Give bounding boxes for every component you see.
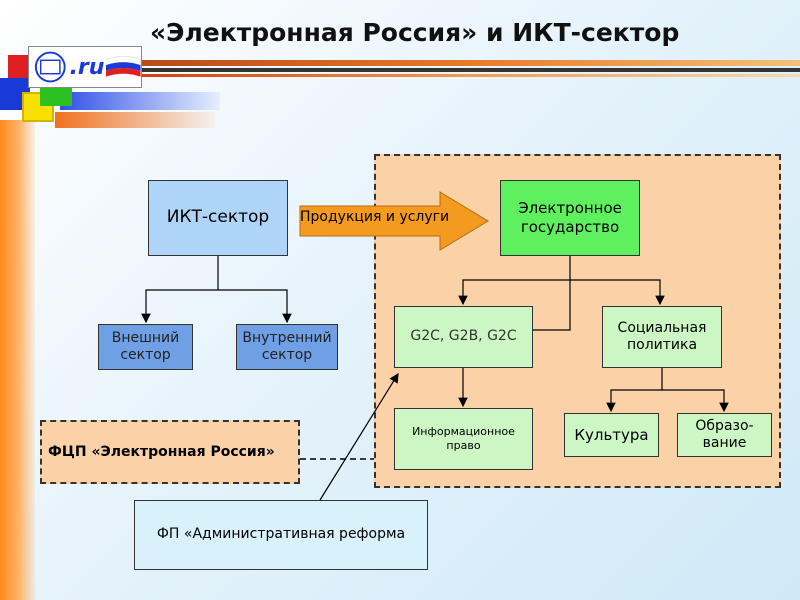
node-education: Образо-вание	[677, 413, 772, 457]
node-internal-sector: Внутренний сектор	[236, 324, 338, 370]
node-fcp: ФЦП «Электронная Россия»	[40, 420, 300, 484]
decor-bar-blue	[60, 92, 220, 110]
node-ikt-sector: ИКТ-сектор	[148, 180, 288, 256]
page-title: «Электронная Россия» и ИКТ-сектор	[150, 18, 680, 47]
logo-emblem-icon	[34, 51, 66, 83]
russian-flag-icon	[106, 56, 141, 77]
node-culture: Культура	[564, 413, 659, 457]
left-decor-strip	[0, 120, 35, 600]
decor-bar-orange	[55, 112, 215, 128]
logo-text: .ru	[69, 54, 105, 80]
node-g2c: G2C, G2B, G2C	[394, 306, 533, 368]
header-stripe-light	[140, 74, 800, 77]
node-fp: ФП «Административная реформа	[134, 500, 428, 570]
products-arrow	[299, 191, 489, 251]
arrow-label: Продукция и услуги	[300, 209, 450, 225]
node-e-government: Электронное государство	[500, 180, 640, 256]
header-stripe-dark	[140, 68, 800, 72]
decor-square-green	[40, 88, 72, 106]
node-social-policy: Социальная политика	[602, 306, 722, 368]
header-stripe	[140, 60, 800, 66]
node-external-sector: Внешний сектор	[98, 324, 193, 370]
logo: .ru	[28, 46, 142, 88]
node-info-law: Информационное право	[394, 408, 533, 470]
